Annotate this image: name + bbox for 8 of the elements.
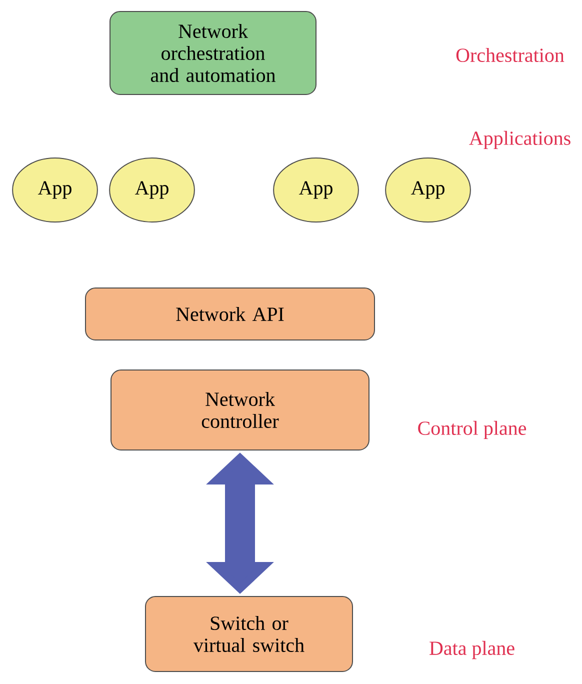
layer-label: Applications: [469, 130, 570, 150]
process-box: Switch or virtual switch: [145, 596, 353, 672]
process-box: Network controller: [110, 370, 370, 450]
process-box: Network API: [85, 288, 375, 340]
process-box: Network orchestration and automation: [110, 11, 316, 95]
layer-label: Control plane: [418, 420, 526, 440]
layer-label: Data plane: [430, 640, 514, 660]
layer-label: Orchestration: [456, 48, 564, 62]
